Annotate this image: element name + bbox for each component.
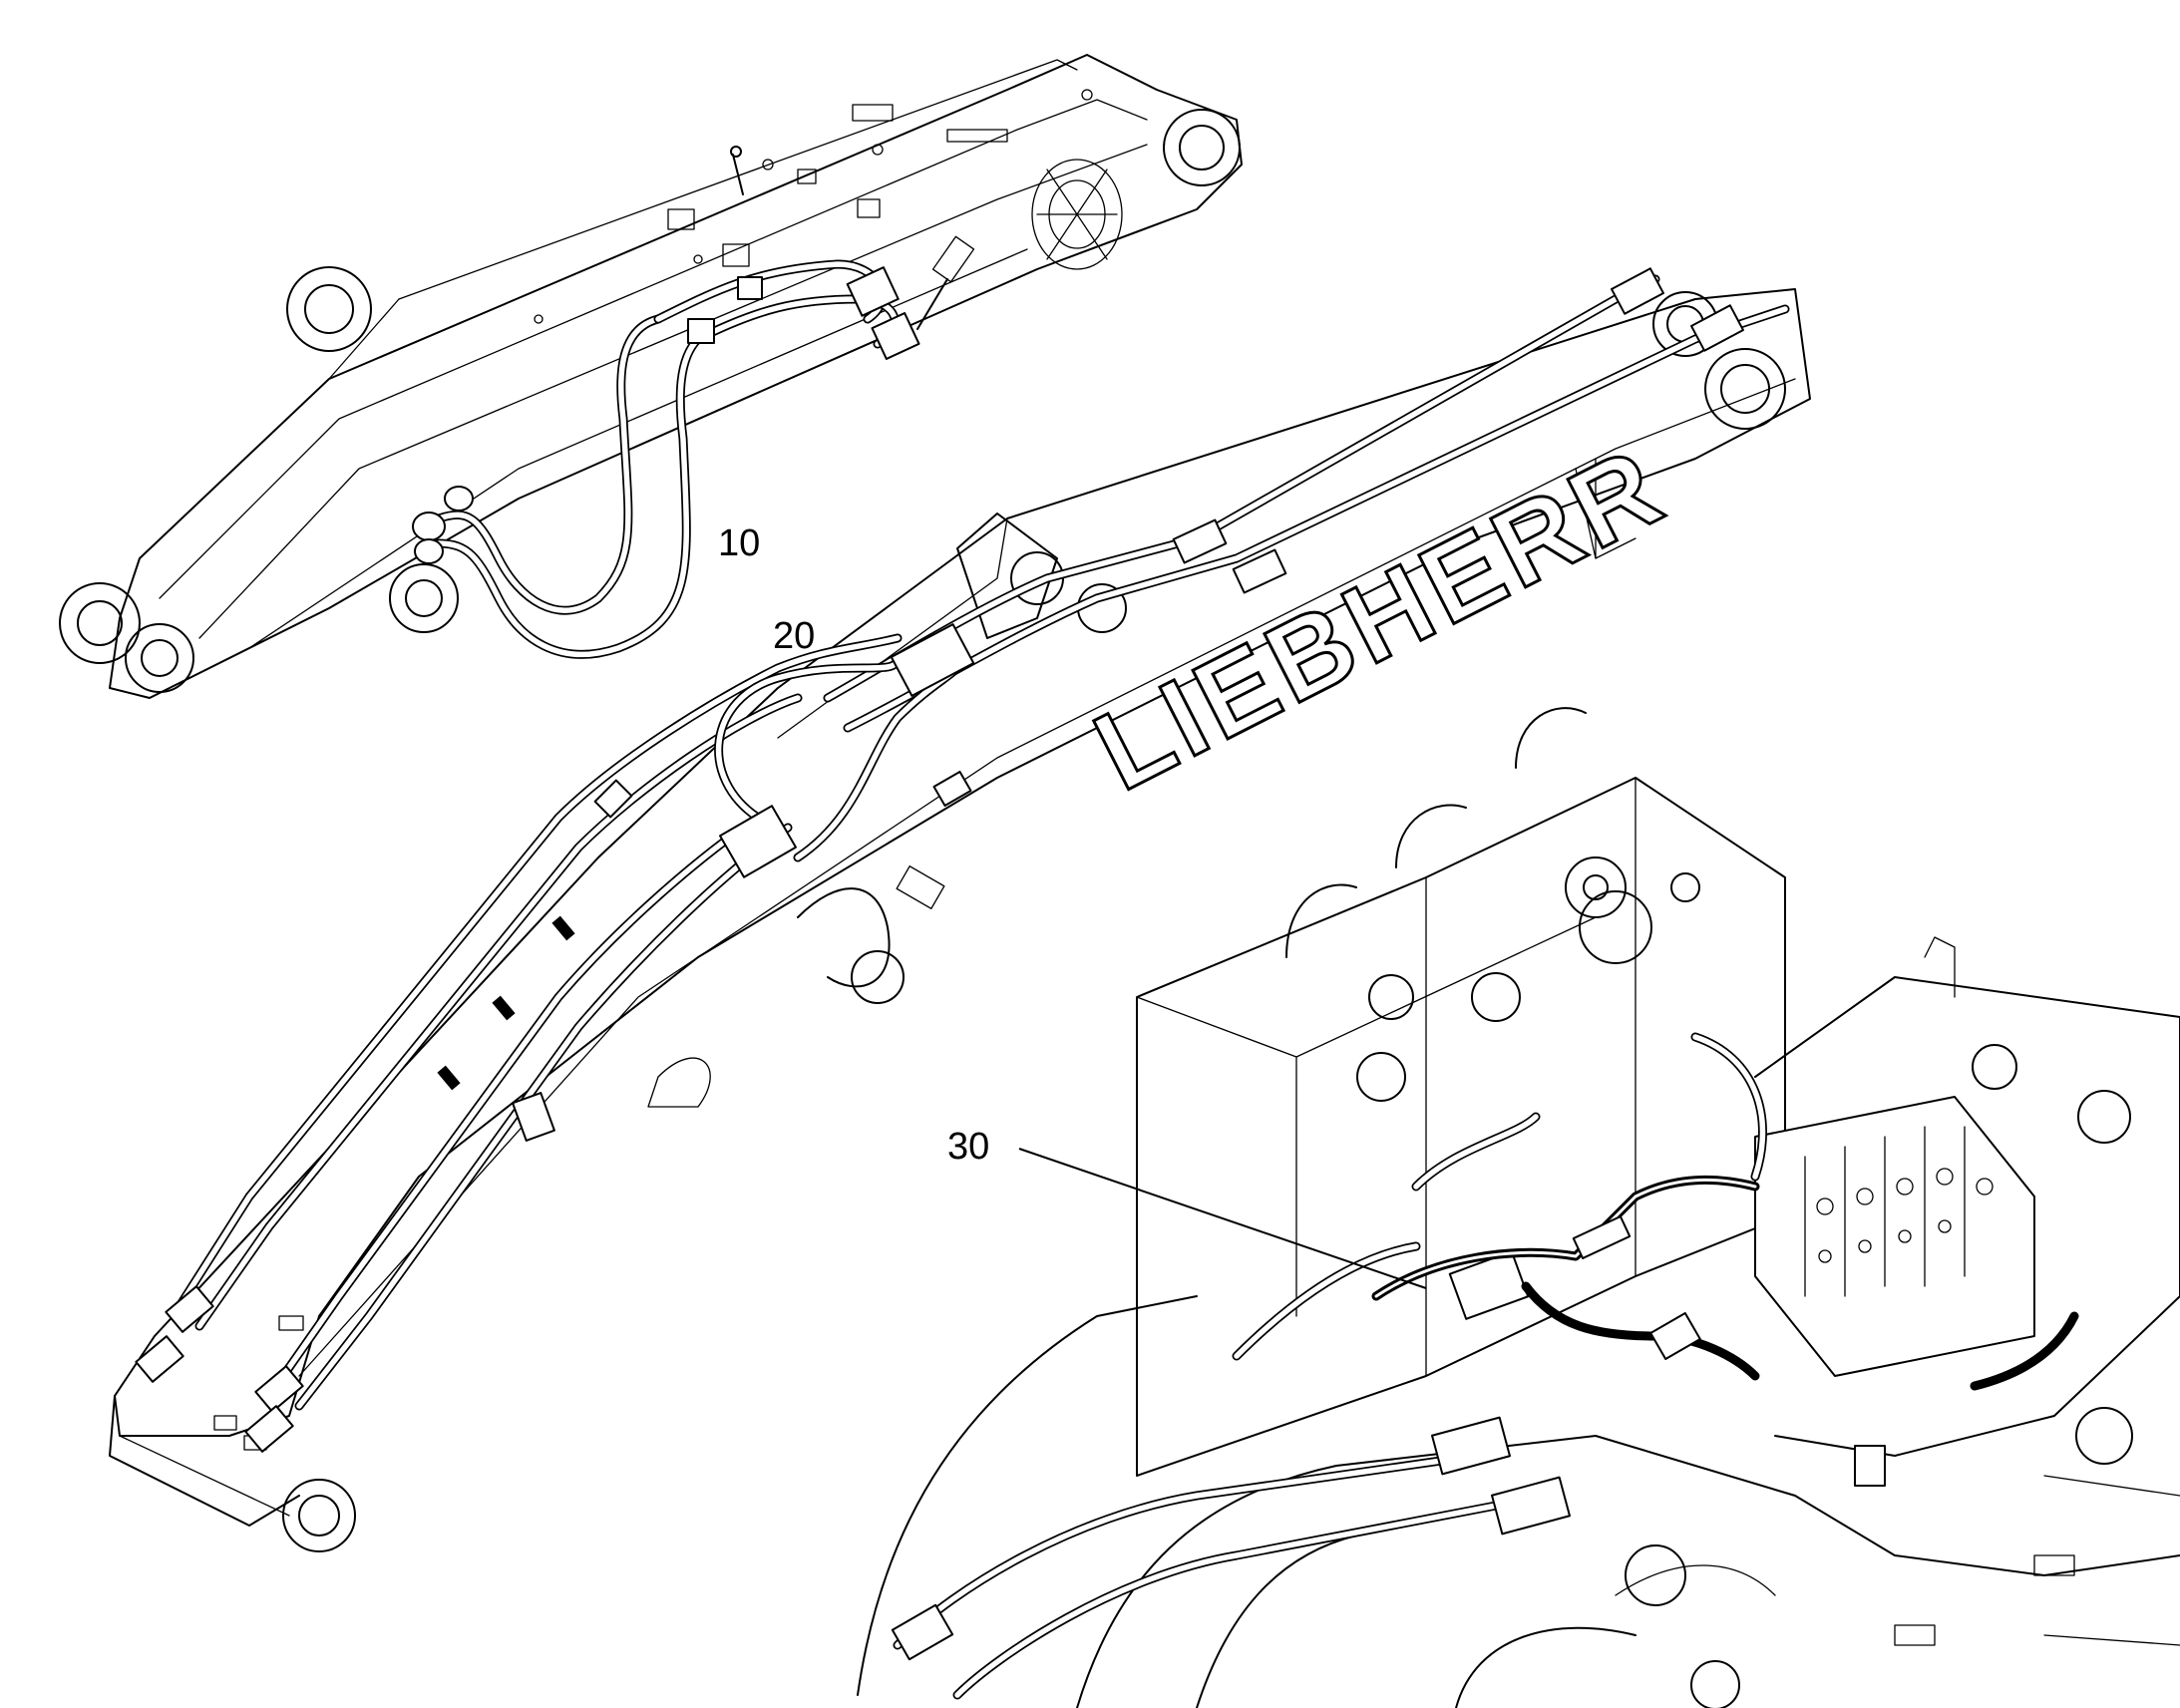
callout-10-label: 10 bbox=[718, 522, 760, 564]
callout-20: 20 bbox=[773, 615, 815, 657]
uppercarriage-frame bbox=[857, 707, 2180, 1708]
boom-branding-text: LIEBHERR bbox=[1076, 422, 1684, 814]
control-valve-bank bbox=[1754, 1096, 2035, 1377]
callout-10: 10 bbox=[718, 522, 760, 564]
callout-30: 30 bbox=[947, 1126, 1427, 1289]
stick-hose-set bbox=[412, 259, 920, 659]
pilot-line-30 bbox=[1371, 1175, 2079, 1391]
stick-arm bbox=[59, 54, 1243, 699]
callout-20-label: 20 bbox=[773, 615, 815, 657]
callout-30-label: 30 bbox=[947, 1126, 989, 1168]
boom-hose-set bbox=[135, 267, 1790, 1453]
callout-30-leader-line bbox=[1018, 1148, 1427, 1289]
boom: LIEBHERR bbox=[109, 288, 1811, 1552]
